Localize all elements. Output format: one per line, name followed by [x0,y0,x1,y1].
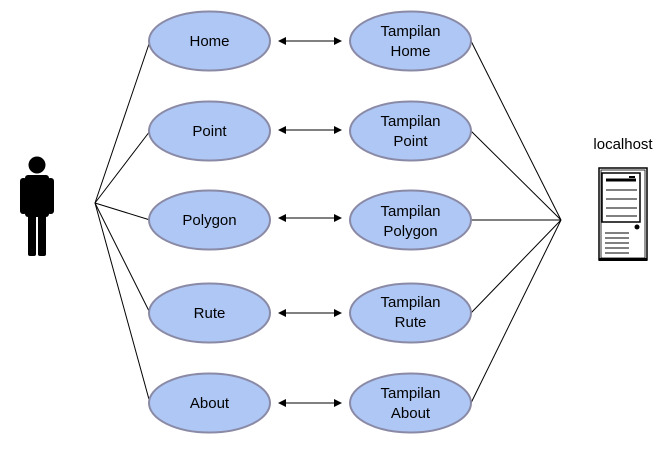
use-case-tampilan-home-line2: Home [390,43,430,60]
use-case-home: Home [148,10,271,72]
actor-connector-polygon [94,202,151,221]
actor-connector-about [94,202,151,404]
server-label: localhost [593,136,653,153]
use-case-tampilan-home-line1: Tampilan [380,23,440,40]
server-connector-point [470,130,562,221]
actor-connector-home [94,40,151,204]
use-case-tampilan-home: Tampilan Home [349,10,472,72]
use-case-tampilan-point-line1: Tampilan [380,113,440,130]
server-icon [598,167,648,261]
bidirectional-arrows [278,37,342,407]
actor-connector-point [94,130,151,204]
use-case-rute: Rute [148,282,271,344]
use-case-point-label: Point [192,123,227,140]
use-case-polygon-label: Polygon [182,212,236,229]
server-connector-about [470,219,562,404]
use-case-about: About [148,372,271,434]
use-case-tampilan-rute: Tampilan Rute [349,282,472,344]
use-case-tampilan-rute-line1: Tampilan [380,294,440,311]
use-case-tampilan-point-line2: Point [393,133,428,150]
use-case-point: Point [148,100,271,162]
use-case-tampilan-about: Tampilan About [349,372,472,434]
use-case-tampilan-point: Tampilan Point [349,100,472,162]
server-connector-home [470,40,562,221]
user-actor-icon [20,156,54,256]
actor-connectors [94,40,151,404]
server-connectors [470,40,562,404]
use-case-tampilan-about-line2: About [391,405,431,422]
use-case-tampilan-polygon-line1: Tampilan [380,203,440,220]
use-case-about-label: About [190,395,230,412]
use-case-tampilan-polygon: Tampilan Polygon [349,189,472,251]
server-connector-rute [470,219,562,314]
use-case-polygon: Polygon [148,189,271,251]
use-case-tampilan-rute-line2: Rute [395,314,427,331]
use-case-rute-label: Rute [194,305,226,322]
actor-connector-rute [94,202,151,314]
use-case-tampilan-polygon-line2: Polygon [383,223,437,240]
use-case-home-label: Home [189,33,229,50]
use-case-tampilan-about-line1: Tampilan [380,385,440,402]
